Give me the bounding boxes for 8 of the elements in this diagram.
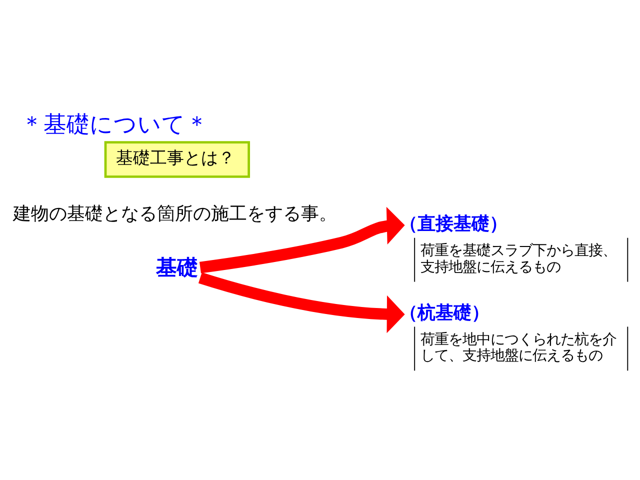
arrow xyxy=(199,206,405,274)
node-text: （直接基礎） 荷重を基礎スラブ下から直接、支持地盤に伝えるもの xyxy=(399,213,616,276)
label: 建物の基礎となる箇所の施工をする事。 xyxy=(12,203,337,224)
node-box: 基礎工事とは？ xyxy=(104,141,250,178)
node-text: 基礎 xyxy=(156,254,198,280)
arrow xyxy=(198,272,405,334)
node-text: （杭基礎） 荷重を地中につくられた杭を介して、支持地盤に伝えるもの xyxy=(399,302,616,364)
diagram-title: ＊基礎について＊ xyxy=(20,112,208,138)
